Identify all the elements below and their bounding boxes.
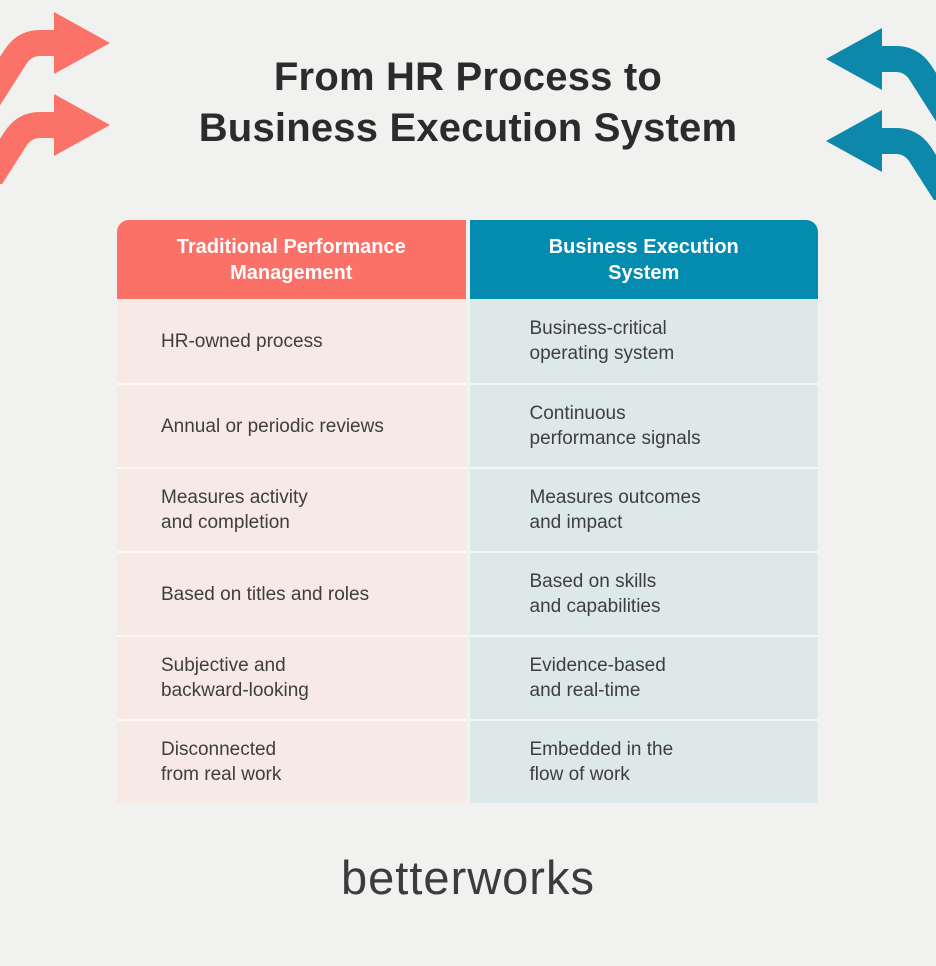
page-title-line2: Business Execution System — [198, 106, 738, 150]
cell-line: backward-looking — [161, 680, 309, 701]
table-cell: Measures activity and completion — [117, 467, 466, 551]
cell-line: performance signals — [529, 428, 701, 449]
cell-line: Measures outcomes — [529, 487, 701, 508]
cell-line: Business-critical — [529, 318, 667, 339]
cell-line: Based on titles and roles — [161, 583, 370, 605]
cycle-arrows-left-icon — [826, 28, 936, 200]
column-header-business-execution-label: Business Execution System — [548, 235, 739, 284]
cell-line: Annual or periodic reviews — [161, 415, 384, 437]
column-header-business-execution: Business Execution System — [469, 220, 818, 299]
cell-line: Evidence-based — [529, 655, 666, 676]
cell-line: and completion — [161, 512, 290, 533]
cell-line: HR-owned process — [161, 330, 323, 352]
table-cell: Business-critical operating system — [469, 299, 818, 383]
cell-line: from real work — [161, 764, 282, 785]
cell-line: and impact — [529, 512, 623, 533]
column-traditional: Traditional Performance Management HR-ow… — [117, 220, 466, 803]
cycle-arrows-right-icon — [0, 12, 110, 184]
page-title-line1: From HR Process to — [273, 55, 663, 99]
cell-line: Disconnected — [161, 739, 277, 760]
table-cell: Measures outcomes and impact — [469, 467, 818, 551]
cell-line: Measures activity — [161, 487, 308, 508]
table-cell: Based on skills and capabilities — [469, 551, 818, 635]
cell-line: Subjective and — [161, 655, 286, 676]
betterworks-logo: betterworks — [341, 851, 595, 904]
cell-line: flow of work — [529, 764, 630, 785]
cell-line: Embedded in the — [529, 739, 674, 760]
column-header-traditional-label: Traditional Performance Management — [176, 235, 406, 284]
cell-line: operating system — [529, 343, 675, 364]
column-header-traditional: Traditional Performance Management — [117, 220, 466, 299]
column-business-execution: Business Execution System Business-criti… — [469, 220, 818, 803]
table-cell: Subjective and backward-looking — [117, 635, 466, 719]
table-cell: HR-owned process — [117, 299, 466, 383]
page-title: From HR Process to Business Execution Sy… — [0, 52, 936, 154]
comparison-table: Traditional Performance Management HR-ow… — [117, 220, 818, 803]
table-cell: Disconnected from real work — [117, 719, 466, 803]
cell-line: Continuous — [529, 403, 626, 424]
table-cell: Based on titles and roles — [117, 551, 466, 635]
cell-line: Based on skills — [529, 571, 657, 592]
table-cell: Embedded in the flow of work — [469, 719, 818, 803]
cell-line: and capabilities — [529, 596, 661, 617]
cell-line: and real-time — [529, 680, 641, 701]
table-cell: Continuous performance signals — [469, 383, 818, 467]
table-cell: Annual or periodic reviews — [117, 383, 466, 467]
table-cell: Evidence-based and real-time — [469, 635, 818, 719]
